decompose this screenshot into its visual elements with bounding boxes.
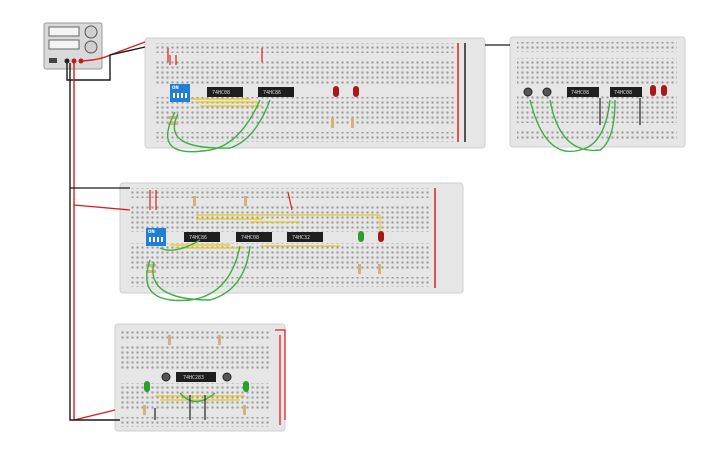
power-switch[interactable] [49, 58, 57, 63]
pushbutton-b4-0[interactable] [161, 372, 171, 382]
wires-b4[interactable] [154, 329, 286, 425]
chip-b3-1[interactable]: 74HC08 [236, 232, 272, 242]
led-b4-0[interactable] [144, 381, 150, 392]
led-b3-0[interactable] [358, 231, 364, 242]
svg-text:74HC08: 74HC08 [212, 90, 230, 96]
dip-switch-3[interactable]: ON [146, 228, 166, 246]
chip-b1-1[interactable]: 74HC86 [258, 87, 294, 97]
power-supply[interactable] [43, 22, 103, 70]
led-b2-1[interactable] [661, 85, 667, 96]
svg-text:74HC32: 74HC32 [292, 235, 310, 241]
chip-b3-2[interactable]: 74HC32 [287, 232, 323, 242]
breadboard-4[interactable]: 74HC283 [114, 323, 286, 432]
svg-text:74HC86: 74HC86 [189, 235, 207, 241]
led-b4-1[interactable] [243, 381, 249, 392]
breadboard-3[interactable]: ON 74HC86 74HC08 74HC32 [119, 182, 464, 302]
chip-b3-0[interactable]: 74HC86 [184, 232, 220, 242]
svg-text:74HC283: 74HC283 [183, 375, 204, 381]
led-b1-1[interactable] [353, 86, 359, 97]
dip-switch-label: ON [172, 85, 179, 90]
chip-b2-1[interactable]: 74HC08 [610, 87, 642, 97]
svg-text:74HC08: 74HC08 [571, 90, 589, 96]
pushbutton-b2-1[interactable] [542, 87, 552, 97]
svg-text:74HC86: 74HC86 [263, 90, 281, 96]
voltage-knob[interactable] [84, 25, 98, 39]
terminal-positive[interactable] [71, 58, 77, 64]
breadboard-1[interactable]: ON 74HC08 74HC86 [144, 37, 486, 153]
pushbutton-b4-1[interactable] [222, 372, 232, 382]
chip-b2-0[interactable]: 74HC08 [567, 87, 599, 97]
resistors-b4[interactable] [143, 335, 246, 415]
wires-b2[interactable] [529, 98, 641, 152]
svg-text:ON: ON [148, 229, 155, 234]
resistors-b3[interactable] [146, 196, 381, 274]
terminal-negative[interactable] [64, 58, 70, 64]
psu-display-current [48, 39, 80, 50]
chip-b4-0[interactable]: 74HC283 [176, 372, 216, 382]
led-b3-1[interactable] [378, 231, 384, 242]
breadboard-2[interactable]: 74HC08 74HC08 [509, 36, 686, 152]
pushbutton-b2-0[interactable] [523, 87, 533, 97]
svg-text:74HC08: 74HC08 [614, 90, 632, 96]
wires-b3[interactable] [146, 190, 381, 302]
led-b2-0[interactable] [650, 85, 656, 96]
dip-switch-1[interactable]: ON [170, 84, 190, 102]
current-knob[interactable] [84, 40, 98, 54]
led-b1-0[interactable] [333, 86, 339, 97]
chip-b1-0[interactable]: 74HC08 [207, 87, 243, 97]
svg-text:74HC08: 74HC08 [241, 235, 259, 241]
psu-display-voltage [48, 26, 80, 37]
wires-b1[interactable] [166, 48, 271, 153]
power-wires[interactable] [66, 41, 510, 421]
